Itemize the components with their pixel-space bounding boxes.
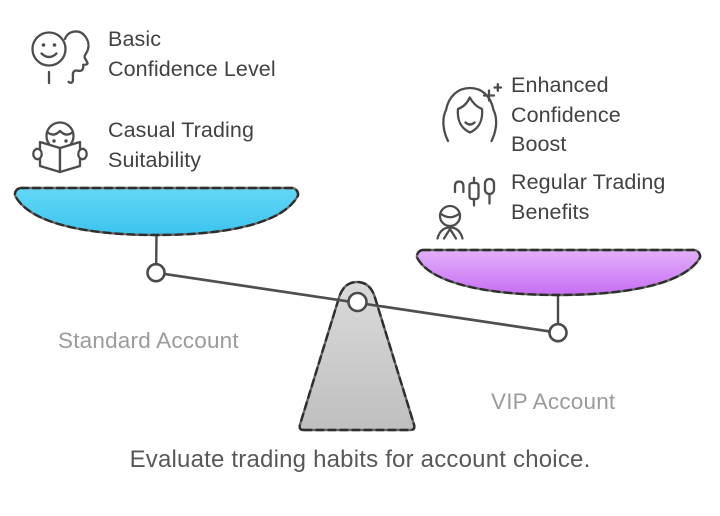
feature-basic-confidence: Basic Confidence Level bbox=[108, 25, 276, 84]
left-pan bbox=[13, 186, 300, 237]
reading-person-icon bbox=[27, 116, 93, 183]
right-pan-assembly bbox=[415, 248, 702, 343]
vip-account-label: VIP Account bbox=[491, 389, 616, 414]
feature-line: Boost bbox=[511, 132, 567, 156]
feature-line: Suitability bbox=[108, 147, 202, 172]
feature-line: Confidence Level bbox=[108, 56, 276, 81]
positive-mind-icon bbox=[28, 27, 94, 92]
feature-line: Enhanced bbox=[511, 73, 609, 97]
feature-line: Regular Trading bbox=[511, 170, 666, 194]
fulcrum bbox=[298, 280, 416, 432]
feature-regular-trading: Regular Trading Benefits bbox=[511, 168, 665, 227]
trader-chart-icon bbox=[436, 176, 496, 245]
feature-enhanced-confidence: Enhanced Confidence Boost bbox=[511, 71, 621, 160]
right-pan bbox=[415, 248, 702, 297]
left-pan-assembly bbox=[13, 186, 300, 283]
left-pan-pivot bbox=[146, 262, 166, 283]
feature-casual-trading: Casual Trading Suitability bbox=[108, 116, 254, 175]
sparkle-woman-icon bbox=[437, 83, 503, 154]
diagram-caption: Evaluate trading habits for account choi… bbox=[129, 446, 591, 473]
standard-account-label: Standard Account bbox=[58, 328, 239, 353]
feature-line: Confidence bbox=[511, 102, 621, 127]
feature-line: Basic bbox=[108, 27, 162, 51]
right-pan-pivot bbox=[548, 322, 568, 343]
feature-line: Benefits bbox=[511, 199, 590, 224]
feature-line: Casual Trading bbox=[108, 118, 255, 142]
fulcrum-pivot-hole bbox=[347, 291, 368, 313]
